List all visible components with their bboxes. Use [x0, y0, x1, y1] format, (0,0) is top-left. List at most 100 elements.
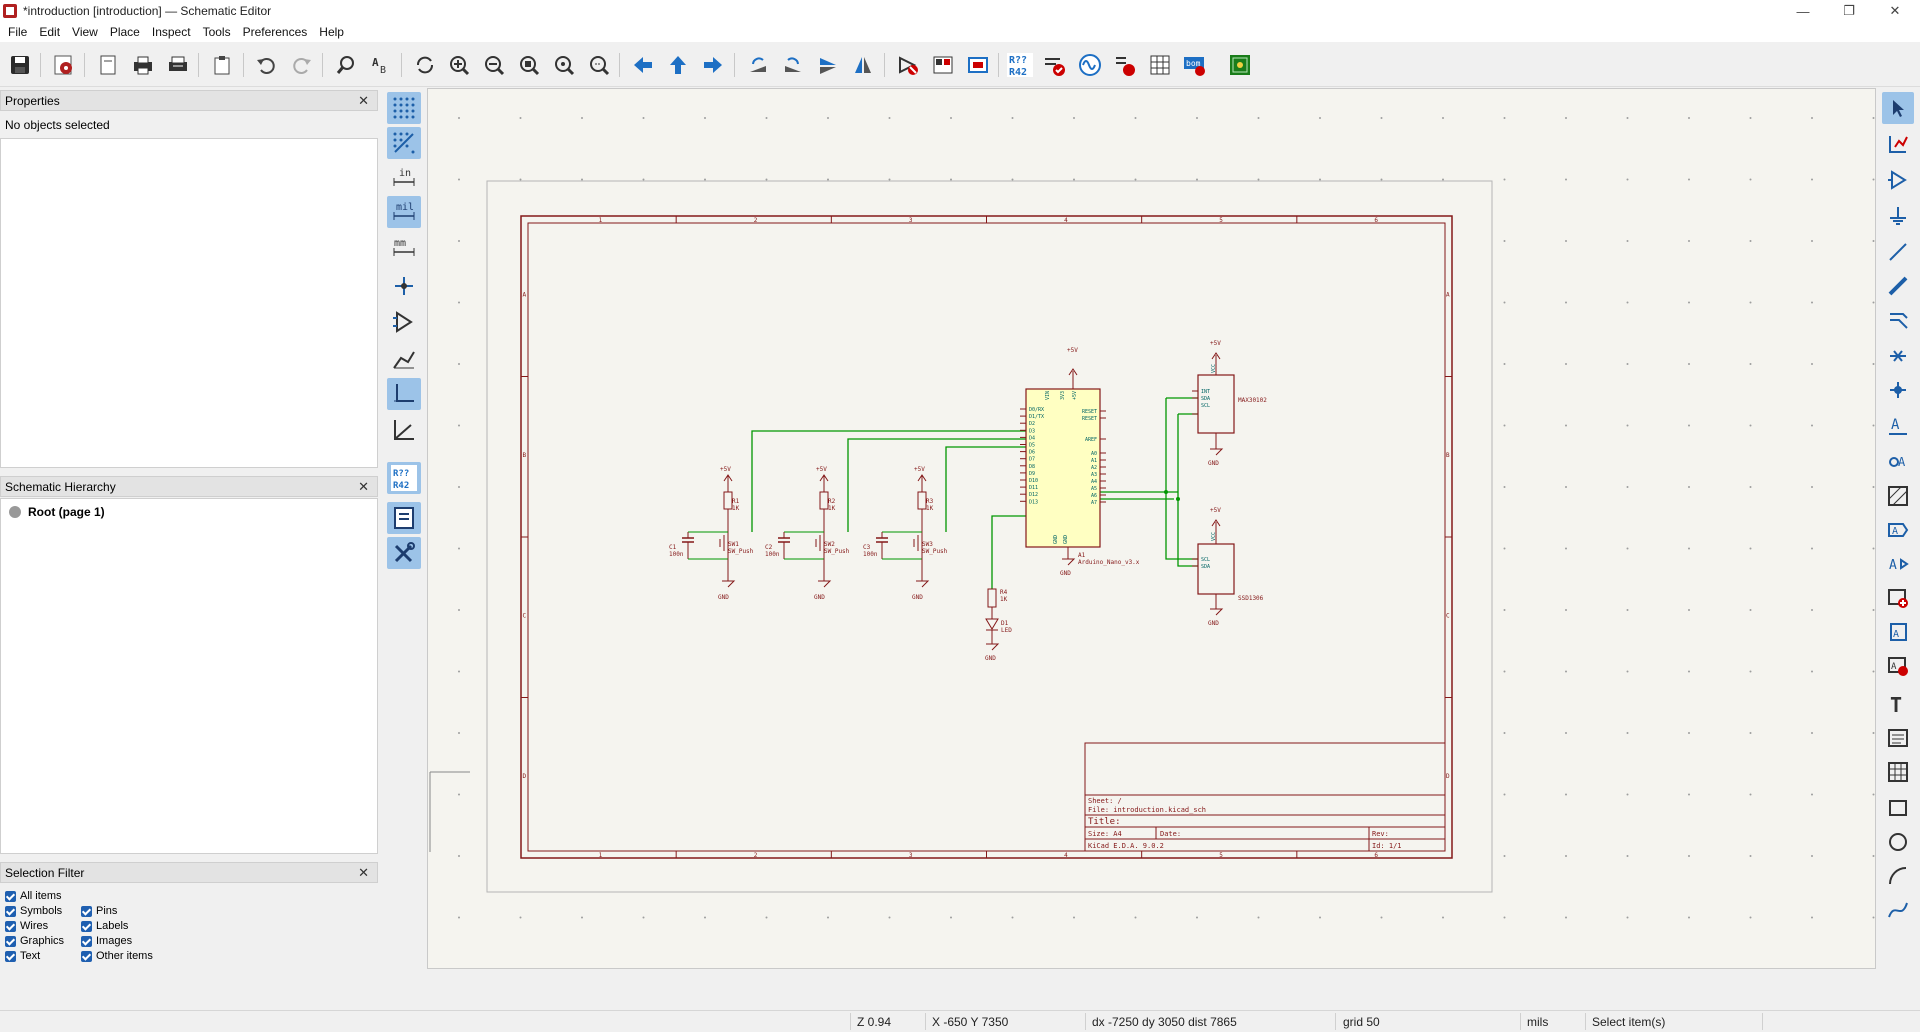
wire-45-icon[interactable] [387, 343, 421, 375]
footprint-assign-icon[interactable] [964, 51, 992, 79]
select-tool-icon[interactable] [1882, 92, 1914, 124]
units-mil-button[interactable]: mil [387, 196, 421, 228]
add-arc-icon[interactable] [1882, 860, 1914, 892]
symbol-editor-icon[interactable] [894, 51, 922, 79]
restore-button[interactable]: ❐ [1843, 3, 1855, 18]
pushbutton-circuit-3[interactable] [876, 474, 930, 588]
filter-graphics[interactable]: Graphics [5, 935, 64, 947]
zoom-fit-icon[interactable] [515, 51, 543, 79]
paste-icon[interactable] [208, 51, 236, 79]
add-rule-area-icon[interactable] [1882, 480, 1914, 512]
zoom-out-icon[interactable] [480, 51, 508, 79]
pushbutton-circuit-1[interactable] [682, 474, 736, 588]
arduino-nano-symbol[interactable] [1020, 368, 1106, 566]
add-sheet-pin-icon[interactable]: A [1882, 616, 1914, 648]
max30102-symbol[interactable] [1192, 352, 1235, 456]
mirror-horizontal-icon[interactable] [849, 51, 877, 79]
schematic-setup-icon[interactable] [50, 51, 78, 79]
add-sheet-icon[interactable] [1882, 582, 1914, 614]
show-properties-icon[interactable] [387, 502, 421, 534]
add-rectangle-icon[interactable] [1882, 792, 1914, 824]
filter-labels[interactable]: Labels [81, 920, 128, 932]
menu-edit[interactable]: Edit [39, 25, 61, 39]
simulator-icon[interactable] [1076, 51, 1104, 79]
add-symbol-icon[interactable] [1882, 164, 1914, 196]
rotate-ccw-icon[interactable] [744, 51, 772, 79]
add-text-icon[interactable]: T [1882, 688, 1914, 720]
grid-overrides-icon[interactable] [387, 127, 421, 159]
bom-export-icon[interactable]: bom [1181, 51, 1209, 79]
menu-place[interactable]: Place [109, 25, 140, 39]
hidden-pins-icon[interactable] [387, 306, 421, 338]
selection-filter-close-icon[interactable]: ✕ [358, 865, 369, 880]
menu-view[interactable]: View [72, 25, 98, 39]
filter-text[interactable]: Text [5, 950, 40, 962]
add-table-icon[interactable] [1882, 756, 1914, 788]
zoom-objects-icon[interactable] [550, 51, 578, 79]
grid-dots-icon[interactable] [387, 92, 421, 124]
zoom-selection-icon[interactable] [585, 51, 613, 79]
filter-all-items[interactable]: All items [5, 890, 62, 902]
add-power-icon[interactable] [1882, 200, 1914, 232]
add-hier-label-icon[interactable]: A [1882, 548, 1914, 580]
add-textbox-icon[interactable] [1882, 722, 1914, 754]
filter-other-items[interactable]: Other items [81, 950, 153, 962]
highlight-net-icon[interactable] [1882, 128, 1914, 160]
undo-icon[interactable] [252, 51, 280, 79]
erc-icon[interactable] [1040, 51, 1068, 79]
mirror-vertical-icon[interactable] [814, 51, 842, 79]
add-junction-icon[interactable] [1882, 374, 1914, 406]
add-bus-entry-icon[interactable] [1882, 304, 1914, 336]
find-icon[interactable] [332, 51, 360, 79]
close-window-button[interactable]: ✕ [1889, 3, 1901, 18]
filter-pins[interactable]: Pins [81, 905, 117, 917]
ssd1306-symbol[interactable] [1192, 519, 1235, 616]
menu-tools[interactable]: Tools [202, 25, 231, 39]
no-connect-icon[interactable] [1882, 340, 1914, 372]
tools-settings-icon[interactable] [387, 537, 421, 569]
add-wire-icon[interactable] [1882, 236, 1914, 268]
add-global-label-icon[interactable]: A [1882, 514, 1914, 546]
navigate-back-icon[interactable] [629, 51, 657, 79]
add-bus-icon[interactable] [1882, 270, 1914, 302]
add-circle-icon[interactable] [1882, 826, 1914, 858]
properties-close-icon[interactable]: ✕ [358, 93, 369, 108]
add-label-icon[interactable]: A [1882, 410, 1914, 442]
filter-images[interactable]: Images [81, 935, 132, 947]
save-icon[interactable] [6, 51, 34, 79]
field-editor-icon[interactable] [1110, 51, 1138, 79]
pcb-editor-icon[interactable] [1226, 51, 1254, 79]
new-sheet-icon[interactable] [94, 51, 122, 79]
print-icon[interactable] [129, 51, 157, 79]
annotate-icon[interactable]: R??R42 [1006, 51, 1034, 79]
menu-preferences[interactable]: Preferences [242, 25, 308, 39]
table-icon[interactable] [1146, 51, 1174, 79]
symbol-browser-icon[interactable] [929, 51, 957, 79]
navigate-forward-icon[interactable] [699, 51, 727, 79]
refresh-icon[interactable] [411, 51, 439, 79]
minimize-button[interactable]: — [1796, 3, 1810, 19]
redo-icon[interactable] [288, 51, 316, 79]
hierarchy-root-item[interactable]: Root (page 1) [9, 505, 105, 519]
zoom-in-icon[interactable] [445, 51, 473, 79]
hierarchy-close-icon[interactable]: ✕ [358, 479, 369, 494]
rotate-cw-icon[interactable] [779, 51, 807, 79]
cursor-crosshair-icon[interactable] [387, 270, 421, 302]
menu-file[interactable]: File [8, 25, 28, 39]
filter-symbols[interactable]: Symbols [5, 905, 62, 917]
wire-free-angle-icon[interactable] [387, 414, 421, 446]
pushbutton-circuit-2[interactable] [778, 474, 832, 588]
import-sheet-pin-icon[interactable]: A [1882, 650, 1914, 682]
units-mm-button[interactable]: mm [387, 232, 421, 264]
navigate-up-icon[interactable] [664, 51, 692, 79]
wire-90-icon[interactable] [387, 378, 421, 410]
add-netclass-icon[interactable]: A [1882, 444, 1914, 476]
menu-inspect[interactable]: Inspect [151, 25, 191, 39]
menu-help[interactable]: Help [319, 25, 344, 39]
plot-icon[interactable] [164, 51, 192, 79]
add-bezier-icon[interactable] [1882, 894, 1914, 926]
filter-wires[interactable]: Wires [5, 920, 48, 932]
